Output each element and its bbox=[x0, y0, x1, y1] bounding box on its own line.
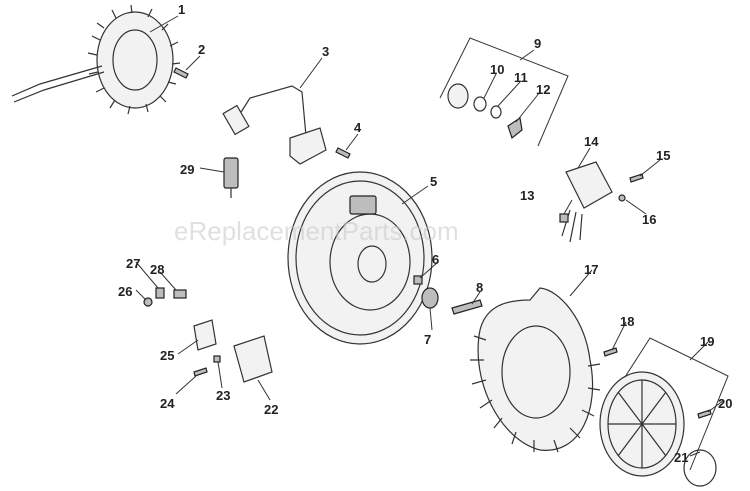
callout-23: 23 bbox=[216, 388, 230, 403]
part-4-bolt[interactable] bbox=[335, 147, 351, 159]
part-29-spark-plug[interactable] bbox=[223, 157, 239, 198]
callout-22: 22 bbox=[264, 402, 278, 417]
callout-26: 26 bbox=[118, 284, 132, 299]
callout-6: 6 bbox=[432, 252, 439, 267]
part-20-screw[interactable] bbox=[697, 409, 712, 419]
callout-1: 1 bbox=[178, 2, 185, 17]
callout-12: 12 bbox=[536, 82, 550, 97]
callout-20: 20 bbox=[718, 396, 732, 411]
callout-10: 10 bbox=[490, 62, 504, 77]
part-19-grass-screen[interactable] bbox=[599, 337, 729, 477]
part-23-nut[interactable] bbox=[213, 355, 221, 363]
callout-25: 25 bbox=[160, 348, 174, 363]
callout-27: 27 bbox=[126, 256, 140, 271]
callout-7: 7 bbox=[424, 332, 431, 347]
watermark-text: eReplacementParts.com bbox=[174, 216, 459, 246]
callout-9: 9 bbox=[534, 36, 541, 51]
callout-28: 28 bbox=[150, 262, 164, 277]
callout-11: 11 bbox=[514, 70, 528, 85]
part-24-screw[interactable] bbox=[193, 367, 208, 377]
part-9-assembly[interactable] bbox=[439, 37, 569, 147]
part-17-blower-housing[interactable] bbox=[470, 287, 601, 453]
part-22-rectifier[interactable] bbox=[233, 335, 273, 383]
callout-14: 14 bbox=[584, 134, 599, 149]
part-8-bolt[interactable] bbox=[451, 299, 483, 315]
callout-21: 21 bbox=[674, 450, 688, 465]
part-15-screw[interactable] bbox=[629, 173, 644, 183]
part-27-clip[interactable] bbox=[155, 287, 165, 299]
callout-17: 17 bbox=[584, 262, 598, 277]
callout-2: 2 bbox=[198, 42, 205, 57]
callout-29: 29 bbox=[180, 162, 194, 177]
part-18-screw[interactable] bbox=[603, 347, 618, 357]
callout-13: 13 bbox=[520, 188, 534, 203]
part-25-bracket[interactable] bbox=[193, 319, 217, 351]
part-21-decal[interactable] bbox=[683, 449, 717, 487]
part-2-screw[interactable] bbox=[173, 67, 189, 79]
part-5-flywheel[interactable] bbox=[287, 171, 433, 345]
callout-3: 3 bbox=[322, 44, 329, 59]
callout-5: 5 bbox=[430, 174, 437, 189]
part-3-ignition-coil[interactable] bbox=[222, 85, 327, 165]
callout-15: 15 bbox=[656, 148, 670, 163]
callout-19: 19 bbox=[700, 334, 714, 349]
callout-18: 18 bbox=[620, 314, 634, 329]
callout-16: 16 bbox=[642, 212, 656, 227]
part-7-washer[interactable] bbox=[421, 287, 439, 309]
part-13-screw[interactable] bbox=[559, 213, 569, 223]
part-14-rectifier-regulator[interactable] bbox=[561, 161, 613, 243]
part-6-key[interactable] bbox=[413, 275, 423, 285]
callout-8: 8 bbox=[476, 280, 483, 295]
callout-4: 4 bbox=[354, 120, 362, 135]
callout-24: 24 bbox=[160, 396, 175, 411]
part-28-connector[interactable] bbox=[173, 289, 187, 299]
leader-lines bbox=[135, 15, 725, 457]
part-1-stator[interactable] bbox=[11, 4, 181, 115]
part-16-washer[interactable] bbox=[618, 194, 626, 202]
